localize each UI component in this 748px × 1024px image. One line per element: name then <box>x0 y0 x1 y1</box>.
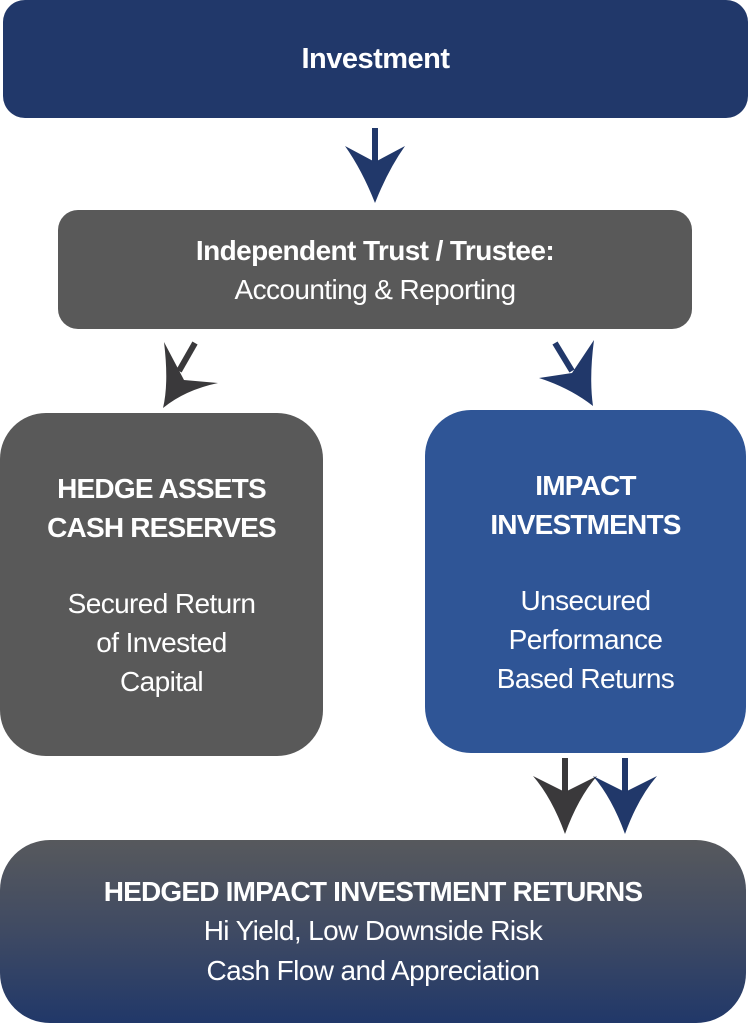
hedge-title-line: CASH RESERVES <box>47 511 277 543</box>
impact-body-line: Based Returns <box>496 662 675 694</box>
impact-body-line: Unsecured <box>520 584 651 616</box>
returns-line: Hi Yield, Low Downside Risk <box>203 915 543 946</box>
arrow-shaft <box>176 341 198 373</box>
trustee-title: Independent Trust / Trustee: <box>195 234 555 266</box>
impact-title-line: INVESTMENTS <box>490 508 681 540</box>
arrow-shaft <box>552 341 575 373</box>
arrow-head <box>593 776 657 834</box>
arrow-trust-to-impact <box>539 340 594 406</box>
arrow-impact-to-returns <box>593 758 657 834</box>
impact-title: IMPACT INVESTMENTS <box>490 466 681 544</box>
arrow-investment-to-trust <box>345 128 405 203</box>
hedge-title-line: HEDGE ASSETS <box>57 472 267 504</box>
impact-title-line: IMPACT <box>535 469 636 501</box>
arrow-shaft <box>622 758 628 794</box>
hedge-body-line: of Invested <box>96 626 227 658</box>
hedged-returns-node: HEDGED IMPACT INVESTMENT RETURNS Hi Yiel… <box>0 840 746 1023</box>
trustee-subtitle: Accounting & Reporting <box>234 273 517 305</box>
arrow-head <box>539 340 594 406</box>
hedge-body-line: Secured Return <box>67 587 256 619</box>
hedge-body-line: Capital <box>120 665 204 697</box>
arrow-head <box>533 776 597 834</box>
arrow-shaft <box>372 128 378 168</box>
impact-body-line: Performance <box>508 623 663 655</box>
arrow-hedge-to-returns <box>533 758 597 834</box>
impact-description: Unsecured Performance Based Returns <box>496 581 675 698</box>
returns-line: Cash Flow and Appreciation <box>206 955 540 986</box>
hedge-description: Secured Return of Invested Capital <box>68 584 256 701</box>
arrow-head <box>163 342 218 408</box>
investment-node: Investment <box>3 0 748 118</box>
hedge-assets-node: HEDGE ASSETS CASH RESERVES Secured Retur… <box>0 413 323 756</box>
trustee-node: Independent Trust / Trustee: Accounting … <box>58 210 692 329</box>
impact-investments-node: IMPACT INVESTMENTS Unsecured Performance… <box>425 410 746 753</box>
arrow-shaft <box>562 758 568 794</box>
investment-title: Investment <box>301 42 450 75</box>
hedge-title: HEDGE ASSETS CASH RESERVES <box>47 469 277 547</box>
arrow-head <box>345 146 405 203</box>
returns-title: HEDGED IMPACT INVESTMENT RETURNS <box>103 876 643 907</box>
arrow-trust-to-hedge <box>163 341 218 408</box>
